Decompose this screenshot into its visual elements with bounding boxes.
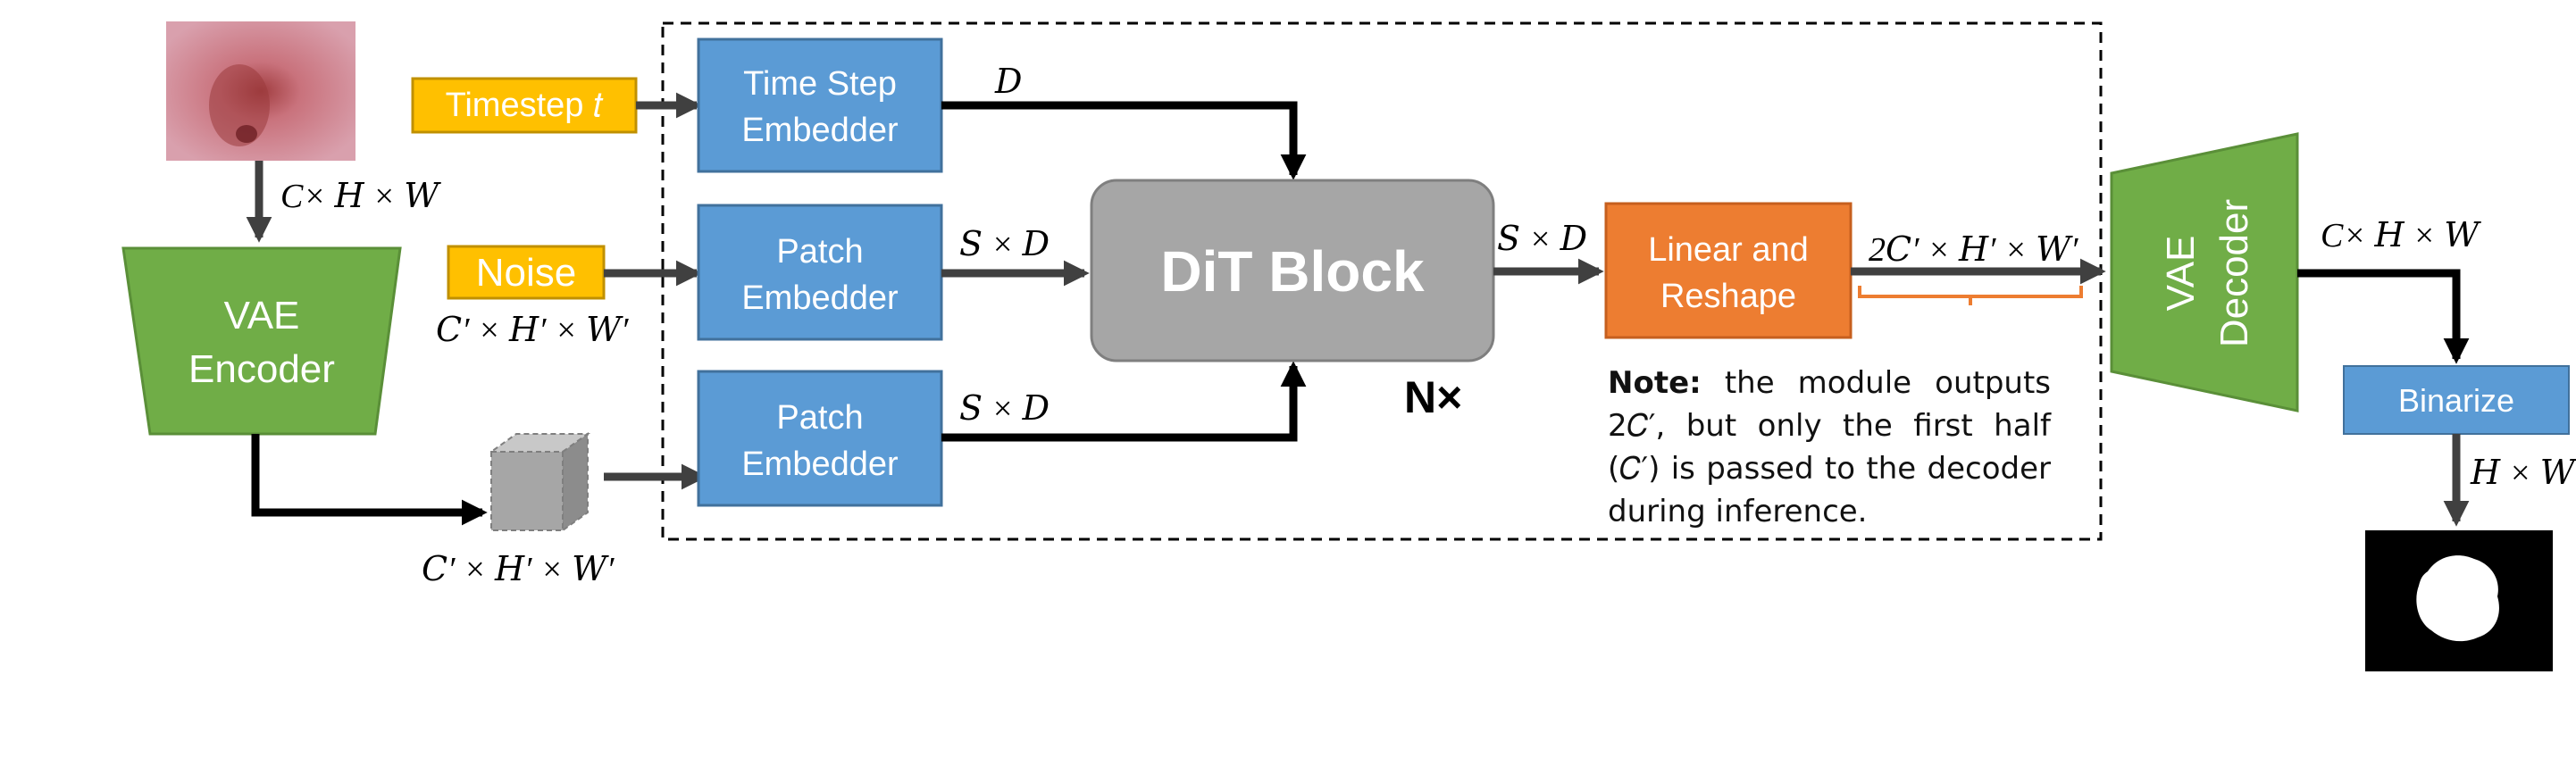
mask-dims-label: 𝐻 × 𝑊	[2470, 454, 2576, 492]
vae-decoder	[2110, 132, 2299, 412]
linear-and-reshape	[1604, 202, 1853, 339]
d-label: 𝐷	[994, 63, 1022, 101]
first-half-brace	[1858, 286, 2083, 305]
input-dims-label: C× 𝐻 × 𝑊	[280, 178, 441, 215]
noise-label: Noise	[476, 251, 577, 295]
linear-reshape-label-2: Reshape	[1660, 278, 1796, 315]
arrow-encoder-to-latent	[251, 434, 488, 526]
patch-embedder-1	[697, 204, 943, 341]
noise-input	[447, 245, 606, 300]
linear-out-label: 2𝐶′ × 𝐻′ × 𝑊′	[1869, 231, 2078, 269]
decoder-out-label: C× 𝐻 × 𝑊	[2321, 217, 2481, 254]
input-image	[166, 21, 355, 161]
dit-region-frame	[661, 21, 2103, 541]
time-step-embedder-label-2: Embedder	[741, 112, 899, 149]
patch-embedder-1-label-1: Patch	[776, 233, 863, 271]
dit-block-label: DiT Block	[1160, 239, 1425, 304]
vae-encoder-label-1: VAE	[224, 294, 300, 337]
binarize	[2343, 365, 2570, 435]
patch-embedder-1-label-2: Embedder	[741, 279, 899, 317]
sxd-out-label: 𝑆 × 𝐷	[1497, 221, 1587, 258]
latent-dims-label: 𝐶′ × 𝐻′ × 𝑊′	[422, 551, 615, 588]
vae-decoder-label-2: Decoder	[2212, 199, 2256, 347]
vae-encoder	[121, 246, 402, 436]
sxd-label-1: 𝑆 × 𝐷	[959, 226, 1050, 263]
arrow-patch-2-to-dit	[941, 361, 1307, 442]
vae-decoder-label-1: VAE	[2159, 236, 2203, 312]
note-body: the module outputs 2𝐶′, but only the fir…	[1608, 365, 2052, 529]
arrow-time-embedding-to-dit	[941, 101, 1307, 180]
time-step-embedder-label-1: Time Step	[743, 65, 897, 103]
patch-embedder-2-label-1: Patch	[776, 399, 863, 437]
sxd-label-2: 𝑆 × 𝐷	[959, 390, 1050, 428]
latent-cube-icon	[488, 432, 591, 532]
patch-embedder-2-label-2: Embedder	[741, 446, 899, 483]
patch-embedder-2	[697, 370, 943, 507]
note-text: Note: the module outputs 2𝐶′, but only t…	[1608, 362, 2051, 533]
output-mask-image	[2365, 530, 2553, 671]
arrow-decoder-to-binarize	[2297, 269, 2470, 364]
vae-encoder-label-2: Encoder	[188, 347, 335, 391]
noise-dims-label: 𝐶′ × 𝐻′ × 𝑊′	[436, 312, 629, 349]
note-bold: Note:	[1608, 365, 1702, 401]
repeat-label: N×	[1404, 372, 1462, 422]
binarize-label: Binarize	[2398, 382, 2514, 419]
linear-reshape-label-1: Linear and	[1648, 231, 1809, 269]
time-step-embedder	[697, 37, 943, 173]
timestep-label: Timestep 𝑡	[446, 87, 604, 124]
